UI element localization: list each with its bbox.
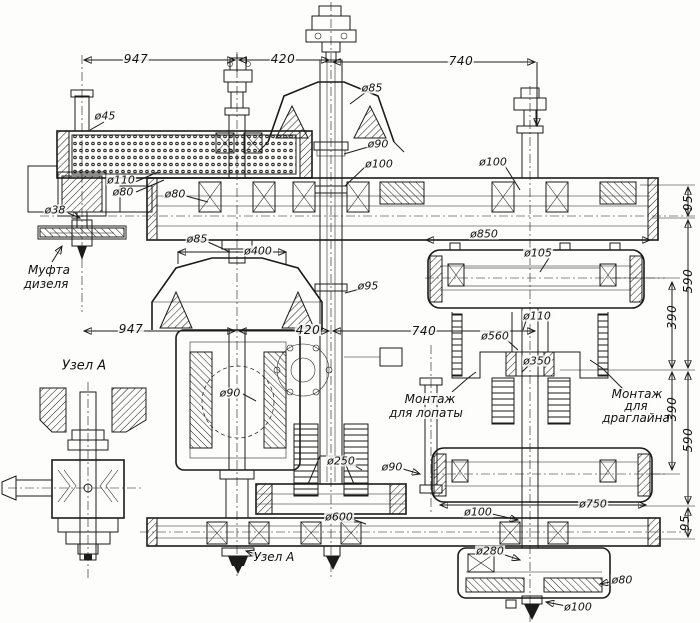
dia-100-lower-right: ø100 — [463, 505, 493, 519]
dia-100-bottom: ø100 — [563, 600, 593, 614]
dim-590-right-upper: 590 — [681, 268, 695, 294]
title-uzel-a-inset: Узел А — [60, 358, 108, 374]
dia-750: ø750 — [578, 497, 608, 511]
note-lopata-line2: для лопаты — [388, 406, 464, 420]
dim-740-mid: 740 — [410, 324, 438, 338]
dia-600: ø600 — [324, 510, 354, 524]
dia-100-right-top: ø100 — [478, 155, 508, 169]
dia-95-center: ø95 — [356, 279, 380, 293]
dia-100-center: ø100 — [364, 157, 394, 171]
dim-947-mid: 947 — [117, 322, 145, 336]
dia-110-left: ø110 — [106, 173, 136, 187]
dia-80-left-1: ø80 — [111, 185, 135, 199]
uzel-a-inset-drawing — [1, 387, 147, 561]
dia-90-center: ø90 — [366, 137, 390, 151]
dia-80-left-2: ø80 — [163, 187, 187, 201]
dia-280: ø280 — [475, 544, 505, 558]
note-mufta-line2: дизеля — [22, 277, 70, 291]
dim-390-right-upper: 390 — [665, 304, 679, 330]
dim-390-right-lower: 390 — [665, 396, 679, 422]
dia-90-left-col-low: ø90 — [218, 386, 242, 400]
center-column — [255, 5, 407, 570]
dia-850: ø850 — [469, 227, 499, 241]
left-middle-column — [151, 57, 323, 574]
dim-947-top: 947 — [122, 52, 150, 66]
dim-740-top: 740 — [447, 54, 475, 68]
dim-95-right-bottom: 95 — [678, 514, 692, 532]
dim-95-right-top: 95 — [681, 194, 695, 212]
note-draglayn-line2: для — [623, 399, 649, 413]
note-draglayn-line1: Монтаж — [610, 387, 664, 401]
dia-250: ø250 — [326, 454, 356, 468]
dia-85-center-top: ø85 — [360, 81, 384, 95]
dia-80-bottom-right: ø80 — [610, 573, 634, 587]
dia-38: ø38 — [43, 203, 67, 217]
dia-350: ø350 — [522, 354, 552, 368]
dia-400: ø400 — [243, 244, 273, 258]
diesel-coupling-shaft — [27, 89, 153, 260]
note-mufta-line1: Муфта — [26, 263, 72, 277]
dia-560: ø560 — [480, 329, 510, 343]
dim-420-top: 420 — [269, 52, 297, 66]
note-draglayn-line3: драглайна — [601, 411, 671, 425]
dia-105: ø105 — [523, 246, 553, 260]
dia-90-mid-low: ø90 — [380, 460, 404, 474]
dia-110-right: ø110 — [522, 309, 552, 323]
note-uzel-a-main: Узел А — [252, 550, 296, 564]
dim-420-mid: 420 — [294, 323, 322, 337]
dim-590-right-lower: 590 — [681, 427, 695, 453]
dia-85-left-col: ø85 — [185, 232, 209, 246]
note-lopata-line1: Монтаж — [403, 392, 457, 406]
leader-lines — [51, 91, 625, 606]
chain-drive-case — [56, 130, 313, 179]
dia-45: ø45 — [93, 109, 117, 123]
